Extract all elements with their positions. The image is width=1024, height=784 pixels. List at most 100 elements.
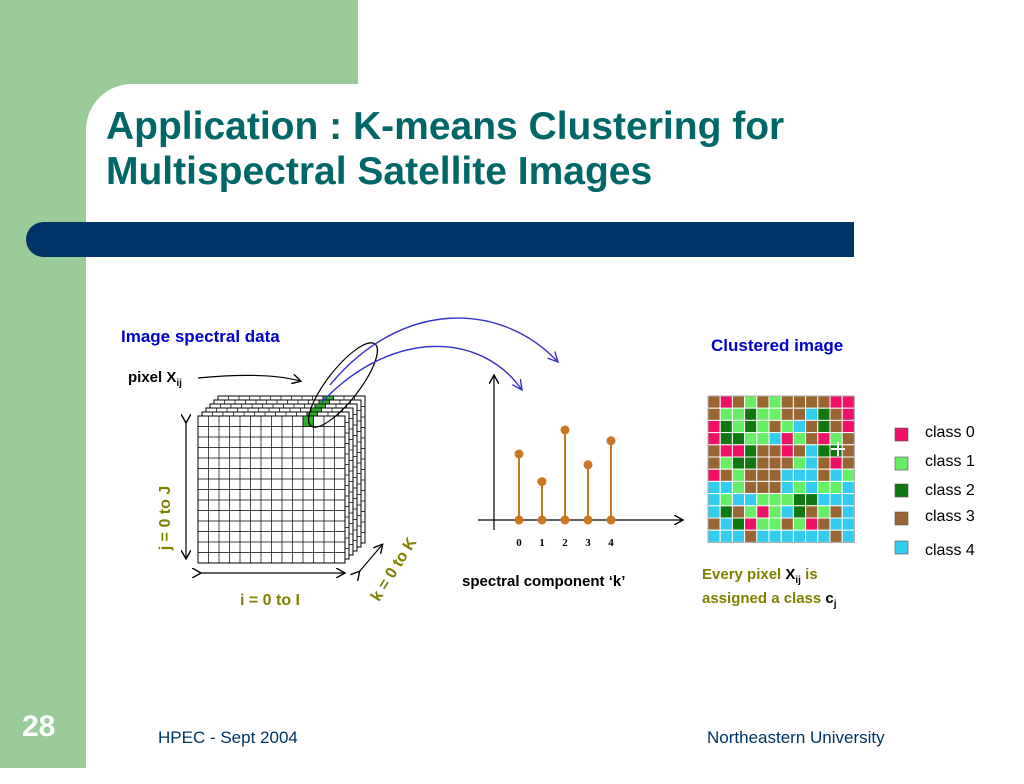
cluster-cell [768,529,782,543]
cluster-cell [780,432,794,446]
cluster-cell [768,419,782,434]
cluster-cell [719,407,733,421]
assigned-part: assigned a class [702,590,825,607]
cluster-cell [817,468,831,482]
i-axis-label: i = 0 to I [240,592,300,609]
cluster-cell [780,395,794,409]
cluster-cell [841,395,855,409]
cluster-cell [744,395,758,409]
stem-tick-label: 4 [608,537,614,549]
cluster-cell [841,456,855,470]
every-pixel-part: Every pixel [702,566,785,583]
cluster-cell [817,444,831,458]
stem-base-point [560,515,570,525]
cluster-cell [731,480,746,495]
cluster-cell [707,468,721,482]
cluster-cell [805,407,819,421]
legend-label: class 1 [925,453,975,470]
cluster-cell [805,395,819,409]
cluster-cell [719,419,733,434]
legend-swatch [894,427,909,442]
cluster-cell [792,432,807,446]
cluster-cell [768,407,782,421]
cluster-cell [744,505,758,519]
spectral-axis-label: spectral component ‘k’ [462,573,625,590]
legend-label: class 0 [925,424,975,441]
cluster-cell [805,456,819,470]
stem-top-point [537,477,547,487]
cluster-cell [768,432,782,446]
cluster-cell [756,468,770,482]
cluster-cell [768,493,782,507]
cluster-cell [756,432,770,446]
cluster-cell [744,456,758,470]
cluster-cell [719,480,733,495]
cluster-cell [731,444,746,458]
cluster-cell [841,468,855,482]
cluster-cell [780,407,794,421]
cluster-cell [719,517,733,531]
cluster-cell [829,444,843,458]
cluster-cell [817,529,831,543]
pixel-label-sub: ij [176,378,182,389]
cluster-cell [756,529,770,543]
cluster-cell [792,407,807,421]
j-axis-label: j = 0 to J [157,486,174,551]
cluster-cell [792,419,807,434]
cluster-cell [707,419,721,434]
cluster-cell [817,493,831,507]
cluster-cell [780,529,794,543]
stem-top-point [514,449,524,459]
title-line-2: Multispectral Satellite Images [106,150,653,193]
cluster-cell [841,432,855,446]
every-pixel-text: Every pixel Xij is [702,566,818,586]
cluster-cell [731,529,746,543]
cluster-cell [768,395,782,409]
stem-base-point [537,515,547,525]
title-line-1: Application : K-means Clustering for [106,105,785,148]
cluster-cell [719,468,733,482]
cluster-cell [731,468,746,482]
image-cube [197,395,366,564]
cluster-cell [841,444,855,458]
cluster-cell [744,493,758,507]
cluster-cell [792,529,807,543]
cluster-cell [805,468,819,482]
cluster-cell [805,444,819,458]
cluster-cell [731,407,746,421]
cluster-cell [817,517,831,531]
slide-title: Application : K-means Clustering for Mul… [106,104,986,194]
pixel-label-main: pixel X [128,369,176,386]
cluster-cell [829,456,843,470]
cluster-cell [829,419,843,434]
spectral-arrow-lower [321,345,522,403]
cluster-cell [792,444,807,458]
cluster-cell [756,444,770,458]
cluster-cell [829,493,843,507]
cluster-cell [707,505,721,519]
cluster-cell [768,444,782,458]
cluster-cell [744,419,758,434]
cluster-cell [756,395,770,409]
every-pixel-is: is [801,566,818,583]
legend-label: class 2 [925,482,975,499]
stem-base-point [583,515,593,525]
cluster-cell [817,419,831,434]
cluster-cell [768,517,782,531]
cluster-cell [841,529,855,543]
cluster-cell [719,432,733,446]
cluster-cell [841,480,855,495]
cluster-cell [780,517,794,531]
cluster-cell [756,493,770,507]
cluster-cell [792,517,807,531]
cluster-cell [707,493,721,507]
every-pixel-ij: ij [795,575,801,586]
cluster-cell [744,480,758,495]
assigned-j: j [833,599,837,610]
stem-base-point [606,515,616,525]
cluster-cell [756,517,770,531]
cluster-cell [792,468,807,482]
cluster-cell [829,468,843,482]
